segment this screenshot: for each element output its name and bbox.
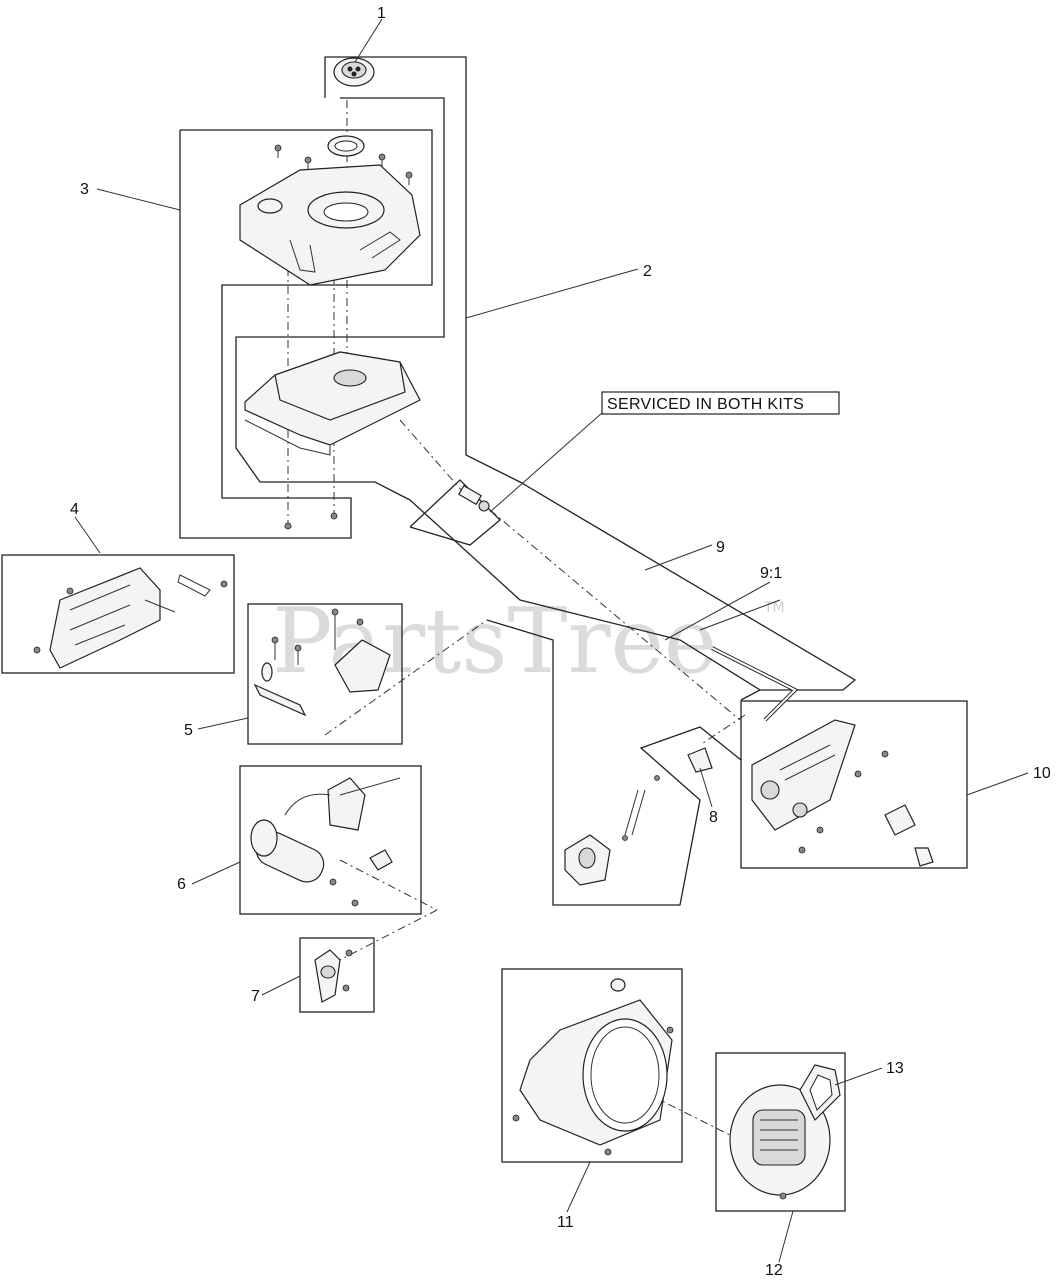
watermark-text: PartsTree	[272, 589, 717, 694]
starter-motor-part[interactable]	[250, 777, 401, 907]
group-9-outline	[409, 499, 762, 701]
blower-housing-11-part[interactable]	[512, 978, 674, 1156]
callout-1[interactable]: 1	[377, 5, 386, 22]
fuel-cap-part[interactable]	[333, 57, 375, 87]
callout-6[interactable]: 6	[177, 876, 186, 893]
starter-handle-13-part[interactable]	[799, 1064, 841, 1122]
serviced-note-text: SERVICED IN BOTH KITS	[607, 396, 804, 413]
recoil-starter-12-part[interactable]	[729, 1084, 831, 1200]
serviced-note-box	[601, 391, 840, 415]
carburetor-part[interactable]	[564, 834, 611, 886]
cover-screws	[274, 144, 413, 530]
callout-3[interactable]: 3	[80, 181, 89, 198]
callout-2[interactable]: 2	[643, 263, 652, 280]
group-2-outline	[324, 56, 857, 691]
callout-9-1[interactable]: 9:1	[760, 565, 782, 582]
fuel-valve-part[interactable]	[458, 484, 490, 512]
callout-4[interactable]: 4	[70, 501, 79, 518]
box-6	[239, 765, 422, 915]
linkage-8-part[interactable]	[622, 747, 713, 841]
control-panel-10-part[interactable]	[751, 719, 934, 867]
callout-13[interactable]: 13	[886, 1060, 904, 1077]
group-8-outline	[486, 619, 742, 906]
box-4	[1, 554, 235, 674]
callout-9[interactable]: 9	[716, 539, 725, 556]
callout-10[interactable]: 10	[1033, 765, 1051, 782]
fuel-line-9-1-part[interactable]	[699, 599, 799, 722]
callout-8[interactable]: 8	[709, 809, 718, 826]
box-10	[740, 700, 968, 869]
bracket-5-part[interactable]	[253, 608, 391, 717]
group-9-outline-b	[409, 479, 501, 546]
tank-inner-outline	[235, 97, 445, 501]
bracket-4-part[interactable]	[33, 567, 228, 669]
callout-11[interactable]: 11	[557, 1214, 574, 1231]
box-11	[501, 968, 683, 1163]
box-5	[247, 603, 403, 745]
bracket-7-part[interactable]	[314, 949, 353, 1003]
callout-5[interactable]: 5	[184, 722, 193, 739]
tank-cover-part[interactable]	[239, 164, 421, 286]
fuel-tank-part[interactable]	[244, 351, 421, 456]
leader-lines	[74, 18, 1029, 1263]
callout-7[interactable]: 7	[251, 988, 260, 1005]
box-7	[299, 937, 375, 1013]
group-3-outline	[179, 129, 433, 539]
box-12	[715, 1052, 846, 1212]
callout-12[interactable]: 12	[765, 1262, 783, 1279]
